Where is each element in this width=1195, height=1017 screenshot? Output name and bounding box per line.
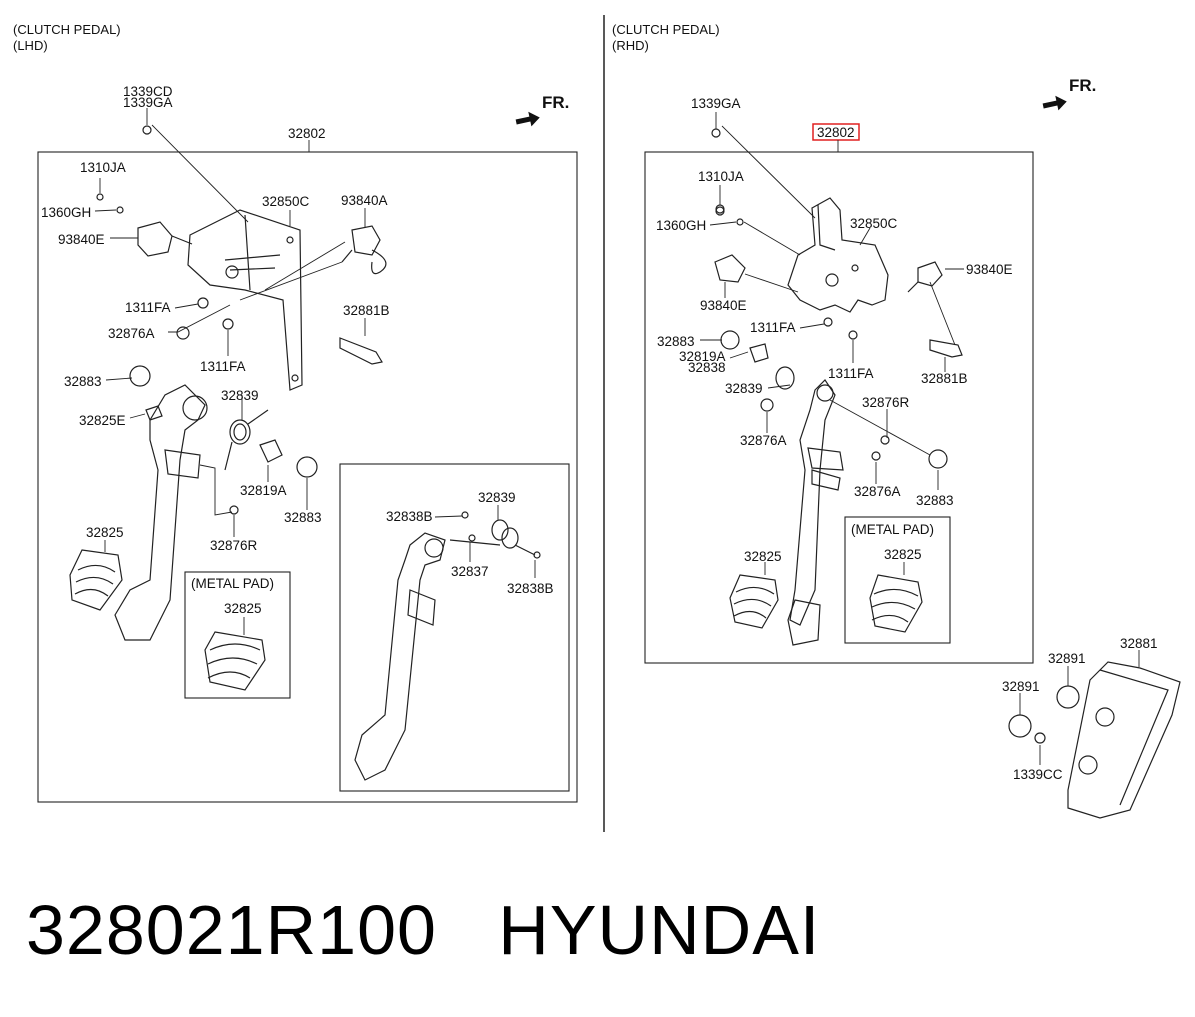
pedal-arm-rhd: [789, 379, 844, 626]
label-93840a: 93840A: [341, 193, 388, 208]
label-1339ga: 1339GA: [123, 95, 173, 110]
label-32825-metal-rhd: 32825: [884, 547, 922, 562]
label-32838b-2: 32838B: [507, 581, 554, 596]
front-label: FR.: [542, 93, 569, 112]
label-32876r-rhd: 32876R: [862, 395, 910, 410]
lhd-detail-box: [339, 463, 570, 792]
lhd-panel: (CLUTCH PEDAL) (LHD) FR.: [13, 22, 578, 803]
return-spring-rhd: [775, 366, 795, 390]
nut-32876a: [176, 326, 190, 340]
label-32883: 32883: [64, 374, 102, 389]
front-arrow-icon: FR.: [515, 93, 569, 127]
front-arrow-icon-rhd: FR.: [1042, 76, 1096, 111]
pedal-bracket: [187, 209, 303, 391]
label-1360gh: 1360GH: [41, 205, 91, 220]
label-32838b: 32838B: [386, 509, 433, 524]
label-32891-2: 32891: [1002, 679, 1040, 694]
label-32819a: 32819A: [240, 483, 287, 498]
bushing-32883: [129, 365, 151, 387]
label-32802: 32802: [288, 126, 326, 141]
detail-pedal-arm: [354, 511, 541, 781]
label-32825-metal: 32825: [224, 601, 262, 616]
bushing-rhd: [720, 330, 740, 350]
label-32839: 32839: [221, 388, 259, 403]
label-93840e-left: 93840E: [700, 298, 747, 313]
label-1339cd: 1339CD: [123, 84, 173, 99]
parts-diagram: (CLUTCH PEDAL) (LHD) FR.: [13, 15, 1181, 832]
pedal-bracket-rhd: [787, 197, 889, 313]
brand-name: HYUNDAI: [498, 891, 821, 969]
pedal-pad: [69, 549, 123, 611]
clutch-switch-left: [137, 221, 193, 257]
push-rod: [339, 337, 383, 365]
metal-pad: [204, 631, 266, 691]
label-32891: 32891: [1048, 651, 1086, 666]
label-32876a-rhd-2: 32876A: [854, 484, 901, 499]
label-metal-pad-rhd: (METAL PAD): [851, 522, 934, 537]
label-32883-rhd-2: 32883: [916, 493, 954, 508]
lhd-assembly-box: [37, 151, 578, 803]
label-32881b: 32881B: [343, 303, 390, 318]
clutch-switch-rhd: [714, 254, 943, 293]
label-32881b-rhd: 32881B: [921, 371, 968, 386]
part-number: 328021R100: [26, 891, 437, 969]
lhd-header-title: (CLUTCH PEDAL): [13, 22, 121, 37]
lhd-metal-pad-box: [184, 571, 291, 699]
label-32883-rhd: 32883: [657, 334, 695, 349]
rhd-assembly-box: [644, 151, 1034, 664]
label-metal-pad: (METAL PAD): [191, 576, 274, 591]
rhd-metal-pad-box: [844, 516, 951, 644]
label-93840e: 93840E: [58, 232, 105, 247]
label-32838-rhd: 32838: [688, 360, 726, 375]
return-spring: [224, 409, 269, 471]
label-32837: 32837: [451, 564, 489, 579]
washer-32883: [296, 456, 318, 478]
label-1339ga-rhd: 1339GA: [691, 96, 741, 111]
label-1311fa-2: 1311FA: [200, 359, 246, 374]
footer-caption: 328021R100 HYUNDAI: [26, 890, 820, 970]
highlight-box: [812, 123, 860, 141]
pedal-arm: [114, 384, 208, 641]
stopper-32825e: [145, 405, 163, 421]
lhd-header-sub: (LHD): [13, 38, 48, 53]
label-1310ja-rhd: 1310JA: [698, 169, 744, 184]
label-32850c: 32850C: [262, 194, 310, 209]
label-32825: 32825: [86, 525, 124, 540]
label-1311fa-rhd: 1311FA: [750, 320, 796, 335]
label-32876r: 32876R: [210, 538, 258, 553]
pedal-pad-rhd: [729, 574, 821, 646]
bushing-32819a: [259, 439, 283, 463]
label-32825e: 32825E: [79, 413, 126, 428]
clutch-switch-right: [341, 225, 387, 275]
push-rod-rhd: [929, 339, 963, 358]
label-32881: 32881: [1120, 636, 1158, 651]
label-1311fa: 1311FA: [125, 300, 171, 315]
label-1310ja: 1310JA: [80, 160, 126, 175]
metal-pad-rhd: [869, 574, 923, 633]
label-1311fa-rhd-2: 1311FA: [828, 366, 874, 381]
label-32802-rhd: 32802: [817, 125, 855, 140]
label-32876a: 32876A: [108, 326, 155, 341]
front-label-rhd: FR.: [1069, 76, 1096, 95]
label-32850c-rhd: 32850C: [850, 216, 898, 231]
label-32883-2: 32883: [284, 510, 322, 525]
rhd-header-sub: (RHD): [612, 38, 649, 53]
label-1339cc: 1339CC: [1013, 767, 1063, 782]
label-32819a-rhd: 32819A: [679, 349, 726, 364]
label-32839-rhd: 32839: [725, 381, 763, 396]
label-1360gh-rhd: 1360GH: [656, 218, 706, 233]
rhd-panel: (CLUTCH PEDAL) (RHD) FR.: [612, 22, 1181, 819]
label-32876a-rhd: 32876A: [740, 433, 787, 448]
rhd-header-title: (CLUTCH PEDAL): [612, 22, 720, 37]
label-32825-rhd: 32825: [744, 549, 782, 564]
label-32839-detail: 32839: [478, 490, 516, 505]
label-93840e-right: 93840E: [966, 262, 1013, 277]
